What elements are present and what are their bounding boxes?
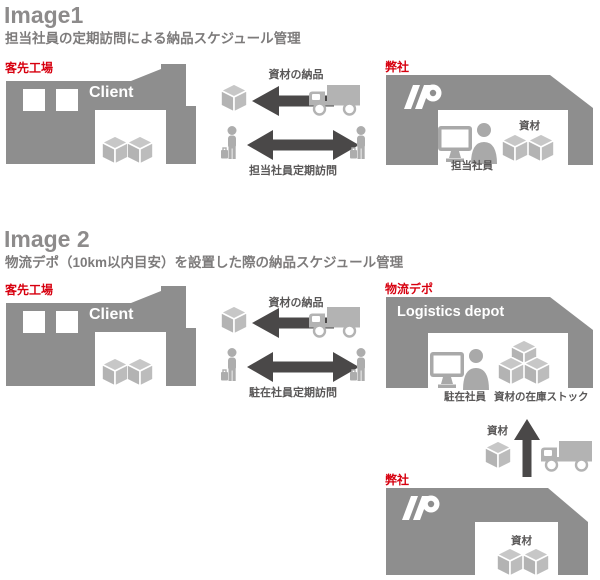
staff-at-computer-icon (430, 346, 494, 390)
image1-staff-label: 担当社員 (451, 160, 493, 172)
truck-icon (308, 306, 360, 338)
image1-client-factory-label: 客先工場 (5, 61, 54, 75)
client-factory-icon (6, 286, 196, 386)
staff-person-icon (350, 126, 370, 160)
image2-client-factory-label: 客先工場 (5, 283, 54, 297)
image2-visit-label: 駐在社員定期訪問 (249, 387, 337, 399)
double-arrow-icon (247, 130, 359, 160)
materials-box-icon (485, 441, 511, 469)
materials-box-icon (102, 136, 128, 164)
image2-transfer-materials-label: 資材 (487, 425, 508, 437)
image2-title: Image 2 (4, 226, 90, 252)
image1-company-label: 弊社 (385, 60, 410, 74)
materials-box-icon (524, 357, 550, 385)
client-name-text: Client (89, 84, 134, 101)
materials-box-icon (127, 136, 153, 164)
materials-box-icon (528, 134, 554, 162)
materials-box-icon (102, 358, 128, 386)
client-factory-icon (6, 64, 196, 164)
up-arrow-icon (514, 419, 540, 477)
materials-box-icon (127, 358, 153, 386)
company-logo-icon (404, 84, 442, 109)
left-arrow-icon (252, 86, 334, 116)
company-logo-icon (402, 495, 440, 520)
staff-person-icon (221, 348, 241, 382)
staff-person-icon (221, 126, 241, 160)
double-arrow-icon (247, 352, 359, 382)
staff-at-computer-icon (438, 120, 502, 164)
materials-box-icon (502, 134, 528, 162)
image2-company-label: 弊社 (385, 473, 410, 487)
image2-stock-label: 資材の在庫ストック (494, 391, 589, 403)
materials-box-icon (221, 306, 247, 334)
materials-box-icon (498, 357, 524, 385)
truck-icon (308, 84, 360, 116)
image1-title: Image1 (4, 2, 84, 28)
materials-box-icon (497, 548, 523, 576)
image1-materials-label: 資材 (519, 120, 540, 132)
image1-delivery-label: 資材の納品 (268, 69, 324, 81)
image2-delivery-label: 資材の納品 (268, 297, 324, 309)
truck-icon (540, 440, 592, 472)
depot-name-text: Logistics depot (397, 304, 505, 320)
materials-box-icon (523, 548, 549, 576)
company-building-icon (386, 488, 588, 575)
materials-box-icon (221, 84, 247, 112)
image2-resident-staff-label: 駐在社員 (444, 391, 486, 403)
image1-visit-label: 担当社員定期訪問 (249, 165, 337, 177)
left-arrow-icon (252, 308, 334, 338)
image1-subtitle: 担当社員の定期訪問による納品スケジュール管理 (5, 31, 301, 46)
client-name-text: Client (89, 306, 134, 323)
image2-subtitle: 物流デポ（10km以内目安）を設置した際の納品スケジュール管理 (5, 255, 404, 270)
image2-depot-label: 物流デポ (385, 282, 434, 296)
image2-company-materials-label: 資材 (511, 535, 532, 547)
staff-person-icon (350, 348, 370, 382)
